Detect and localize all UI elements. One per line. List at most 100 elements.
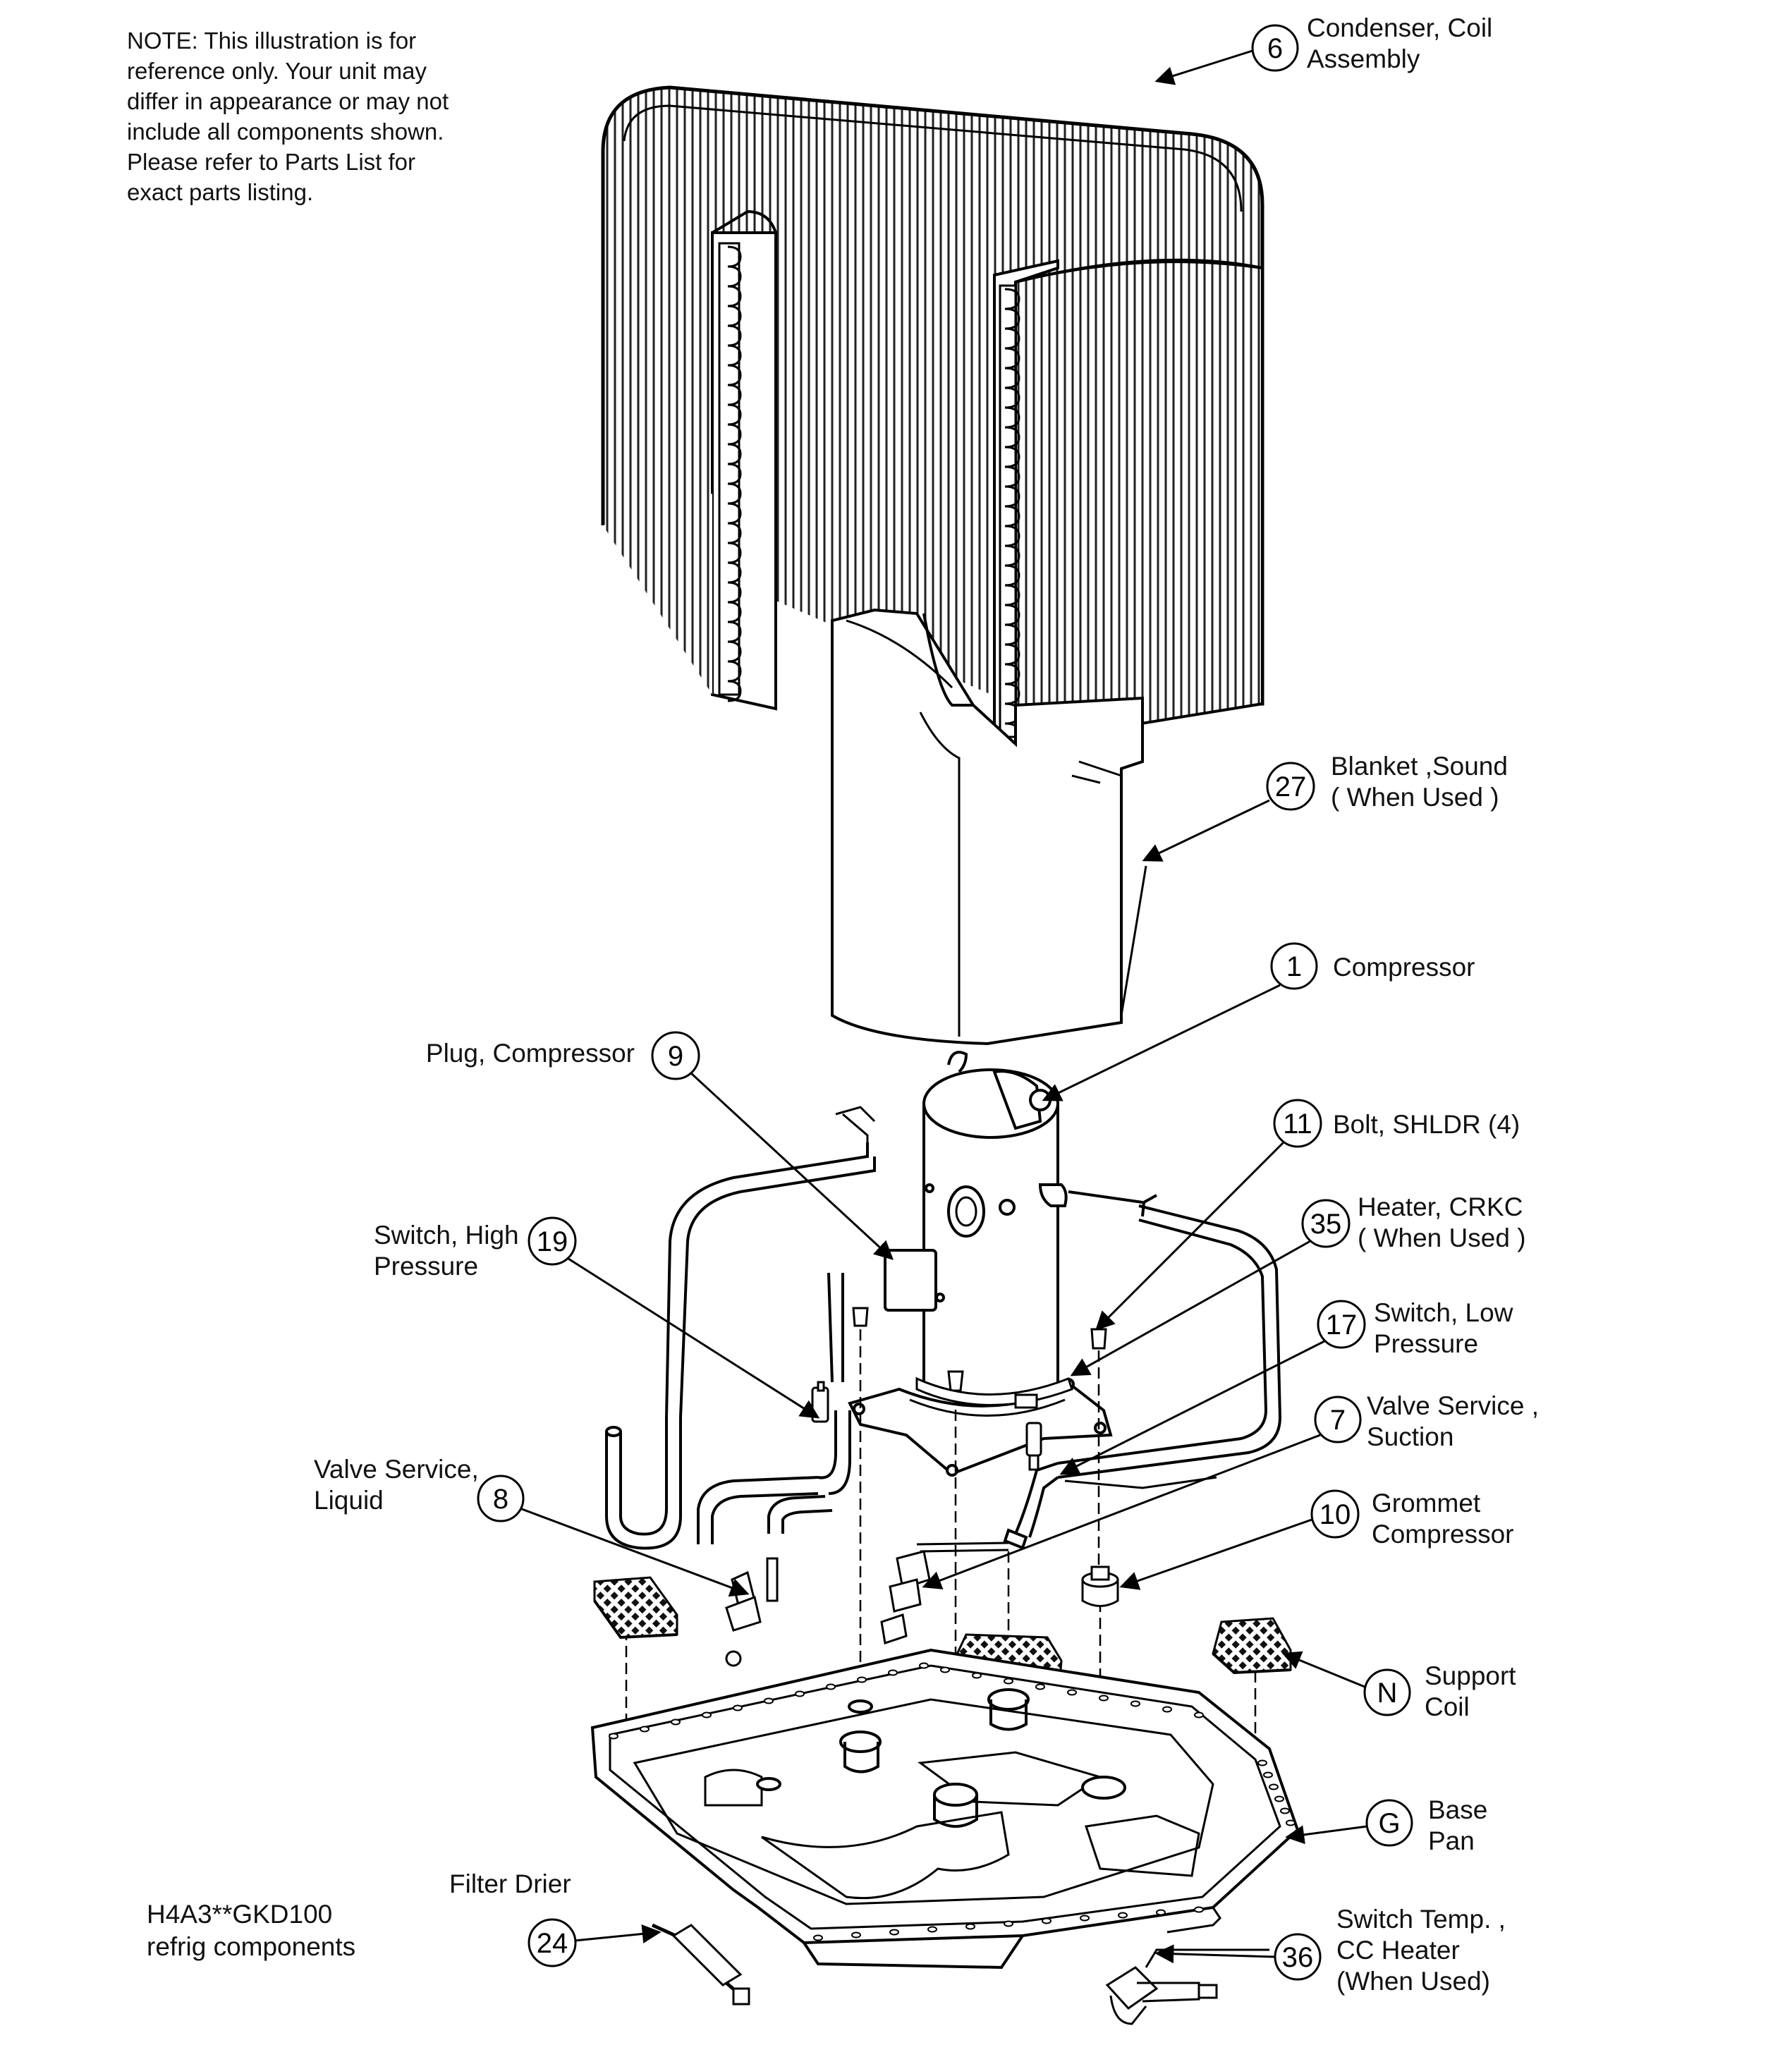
pan-hole — [640, 1726, 650, 1733]
return-bend — [1004, 643, 1020, 666]
return-bend — [1004, 525, 1020, 547]
pan-hole — [1118, 1912, 1128, 1919]
return-bend — [1004, 426, 1020, 448]
label-line: (When Used) — [1336, 1967, 1490, 1996]
label-line: Plug, Compressor — [425, 1039, 635, 1068]
pan-hole — [1080, 1915, 1090, 1922]
label-line: Support — [1425, 1661, 1516, 1690]
pan-hole — [857, 1676, 867, 1683]
label-bolt-shldr: Bolt, SHLDR (4) — [1333, 1109, 1520, 1140]
return-bend — [1004, 663, 1020, 685]
label-line: ( When Used ) — [1331, 783, 1499, 812]
return-bend — [727, 423, 742, 446]
pan-hole — [1156, 1909, 1166, 1916]
pan-hole — [826, 1683, 836, 1690]
note-line: differ in appearance or may not — [127, 88, 449, 114]
label-line: Heater, CRKC — [1358, 1192, 1523, 1221]
callout-6-number: 6 — [1267, 33, 1283, 64]
crankcase-heater — [915, 1376, 1073, 1409]
return-bend — [727, 285, 742, 307]
label-line: Blanket ,Sound — [1331, 752, 1508, 781]
return-bend — [1004, 683, 1020, 705]
return-bend — [1004, 406, 1020, 429]
return-bend — [727, 344, 742, 367]
label-line: Compressor — [1333, 953, 1475, 982]
label-line: Bolt, SHLDR (4) — [1333, 1110, 1520, 1139]
callout-11-number: 11 — [1283, 1109, 1312, 1140]
pan-hole — [1099, 1695, 1109, 1702]
callout-N-letter: N — [1377, 1678, 1398, 1709]
label-line: Valve Service , — [1367, 1391, 1540, 1420]
label-line: Coil — [1425, 1692, 1470, 1721]
label-line: ( When Used ) — [1358, 1223, 1526, 1252]
label-line: Pan — [1428, 1826, 1475, 1855]
note-line: include all components shown. — [127, 118, 444, 145]
return-bend — [727, 581, 742, 604]
filter-drier — [651, 1923, 750, 2006]
pan-hole — [1004, 1678, 1013, 1685]
return-bend — [727, 305, 742, 327]
pan-hole — [1035, 1683, 1045, 1690]
callout-9-number: 9 — [668, 1041, 683, 1072]
sound-blanket — [831, 608, 1147, 1046]
label-line: Switch, High — [374, 1221, 519, 1250]
temperature-switch — [1105, 1948, 1269, 2025]
label-line: Condenser, Coil — [1307, 13, 1493, 42]
label-line: Switch Temp. , — [1336, 1905, 1506, 1934]
return-bend — [727, 482, 742, 505]
pan-hole — [1194, 1906, 1204, 1913]
return-bend — [727, 443, 742, 465]
callout-G-letter: G — [1378, 1808, 1400, 1839]
return-bend — [1004, 544, 1020, 567]
right-return-bends — [1004, 288, 1020, 745]
pan-hole — [1263, 1771, 1273, 1778]
pan-hole — [927, 1926, 937, 1933]
label-liquid-valve: Valve Service, Liquid — [314, 1454, 479, 1516]
return-bend — [1004, 386, 1020, 409]
return-bend — [1004, 307, 1020, 330]
label-line: CC Heater — [1336, 1936, 1460, 1965]
pan-hole — [609, 1733, 618, 1740]
return-bend — [727, 680, 742, 702]
return-bend — [1004, 564, 1020, 587]
note-line: reference only. Your unit may — [127, 58, 427, 84]
callout-17-number: 17 — [1326, 1310, 1358, 1341]
label-low-pressure-switch: Switch, Low Pressure — [1374, 1298, 1513, 1360]
callout-numbers: 6 27 1 9 11 35 17 19 7 8 10 N G 24 36 — [493, 33, 1401, 1973]
pan-hole — [795, 1690, 805, 1697]
pan-hole — [940, 1666, 950, 1673]
callout-8-number: 8 — [493, 1484, 508, 1515]
return-bend — [1004, 485, 1020, 508]
return-bend — [727, 640, 742, 663]
return-bend — [1004, 327, 1020, 350]
label-line: Base — [1428, 1795, 1488, 1824]
pan-hole — [1286, 1819, 1296, 1826]
label-grommet: Grommet Compressor — [1372, 1488, 1514, 1550]
return-bend — [1004, 347, 1020, 370]
return-bend — [727, 522, 742, 544]
model-number: H4A3**GKD100 — [147, 1900, 333, 1929]
label-high-pressure-switch: Switch, High Pressure — [374, 1220, 519, 1282]
pan-hole — [851, 1931, 861, 1939]
reference-note: NOTE: This illustration is for reference… — [127, 25, 522, 207]
left-return-bends — [727, 245, 742, 702]
label-base-pan: Base Pan — [1428, 1795, 1487, 1857]
label-line: Liquid — [314, 1486, 384, 1515]
base-pan — [590, 1648, 1300, 1970]
return-bend — [727, 384, 742, 406]
model-description: refrig components — [147, 1932, 356, 1961]
pan-hole — [764, 1697, 774, 1704]
label-line: Pressure — [374, 1252, 479, 1281]
return-bend — [727, 364, 742, 386]
return-bend — [727, 265, 742, 288]
compressor — [848, 1051, 1113, 1477]
note-line: Please refer to Parts List for — [127, 149, 416, 175]
return-bend — [727, 502, 742, 525]
label-condenser-coil: Condenser, Coil Assembly — [1307, 13, 1492, 75]
return-bend — [727, 561, 742, 584]
pan-hole — [1280, 1807, 1290, 1814]
pan-hole — [919, 1662, 929, 1669]
callout-19-number: 19 — [537, 1226, 568, 1257]
label-support-coil: Support Coil — [1425, 1661, 1516, 1723]
